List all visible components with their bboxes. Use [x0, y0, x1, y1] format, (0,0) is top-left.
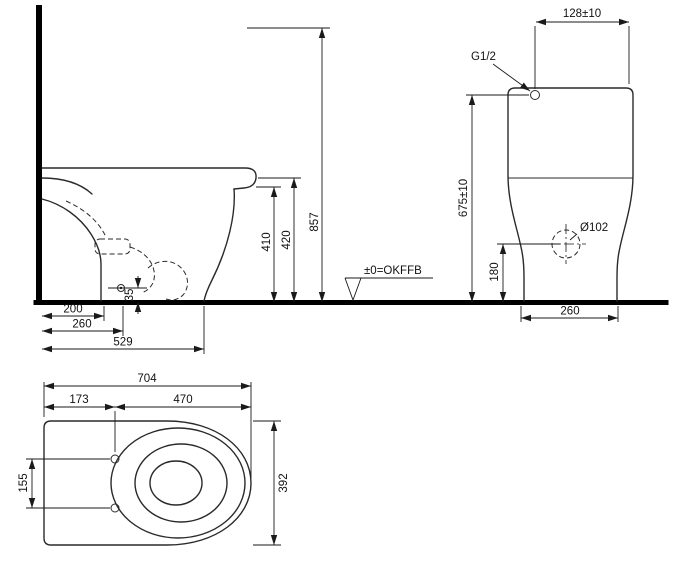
- dim-rim-height: 410: [256, 186, 281, 302]
- rear-view: G1/2 128±10 675±10 Ø102 180: [458, 8, 634, 322]
- trap-hidden-outlet: [147, 260, 188, 301]
- dim-plan-length-label: 704: [137, 373, 157, 385]
- seat-outer-contour: [110, 427, 246, 539]
- toilet-front-profile: [203, 188, 236, 302]
- dim-plan-width-label: 392: [278, 473, 290, 492]
- dim-inlet-height-label: 675±10: [458, 179, 470, 217]
- dim-plan-seat-length-label: 470: [173, 394, 192, 406]
- dim-plan-rear-section: 173: [44, 394, 116, 452]
- dim-depth-label: 529: [113, 337, 132, 349]
- inlet-thread-label: G1/2: [471, 51, 496, 63]
- trap-hidden-bend: [129, 246, 155, 294]
- dim-plan-seat-length: 470: [115, 394, 251, 411]
- toilet-seat-hinge-profile: [41, 177, 93, 195]
- plan-view: 704 173 470 155 392: [18, 373, 290, 546]
- dim-hinge-spacing: 155: [18, 458, 110, 509]
- dim-total-height-label: 857: [309, 212, 321, 231]
- bowl-opening: [149, 460, 203, 506]
- dim-drain-height: 180: [489, 243, 560, 302]
- dim-inlet-height: 675±10: [458, 94, 529, 302]
- dim-seat-height: 420: [258, 177, 301, 302]
- dim-base-width-label: 260: [560, 306, 579, 318]
- dim-plan-length: 704: [43, 373, 252, 478]
- dim-setout-260-label: 260: [72, 319, 91, 331]
- cistern-outline-right: [507, 87, 634, 302]
- toilet-lid-profile: [41, 167, 257, 190]
- drain-diameter-label: Ø102: [580, 222, 608, 234]
- side-view: 857 420 410 200 260 529: [33, 5, 669, 354]
- drain-hole: Ø102: [546, 222, 608, 264]
- plan-outline: [43, 420, 252, 546]
- floor-reference-label: ±0=OKFFB: [364, 265, 422, 277]
- cistern-outline-left: [507, 94, 525, 302]
- trap-hidden-line-upper: [65, 200, 107, 238]
- dim-hinge-spacing-label: 155: [18, 473, 30, 492]
- dim-total-height: 857: [247, 27, 330, 302]
- trap-hidden-chamber: [94, 238, 131, 255]
- dim-plan-width: 392: [253, 420, 290, 546]
- dim-plan-rear-section-label: 173: [69, 394, 88, 406]
- dim-drain-height-label: 180: [489, 262, 501, 281]
- dim-outlet-height-label: 35: [124, 289, 136, 302]
- hinge-hole-bottom: [110, 503, 120, 513]
- dim-depth: 529: [42, 306, 205, 354]
- dim-rim-height-label: 410: [261, 232, 273, 251]
- dim-seat-height-label: 420: [281, 230, 293, 249]
- dim-setout-260: 260: [42, 306, 124, 336]
- floor-reference: ±0=OKFFB: [344, 265, 433, 302]
- seat-inner-ring: [134, 443, 228, 523]
- inlet-thread-callout: G1/2: [471, 51, 531, 92]
- dim-inlet-offset-label: 128±10: [563, 8, 601, 20]
- dim-base-width: 260: [520, 306, 619, 322]
- dim-setout-200: 200: [42, 304, 105, 321]
- water-inlet-hole: [530, 90, 540, 100]
- dim-outlet-height: 35: [108, 276, 147, 314]
- dim-inlet-offset: 128±10: [534, 8, 630, 89]
- level-mark-triangle: [344, 277, 362, 302]
- dim-setout-200-label: 200: [63, 304, 82, 316]
- hinge-hole-top: [110, 454, 120, 464]
- toilet-back-skirt-profile: [41, 198, 102, 302]
